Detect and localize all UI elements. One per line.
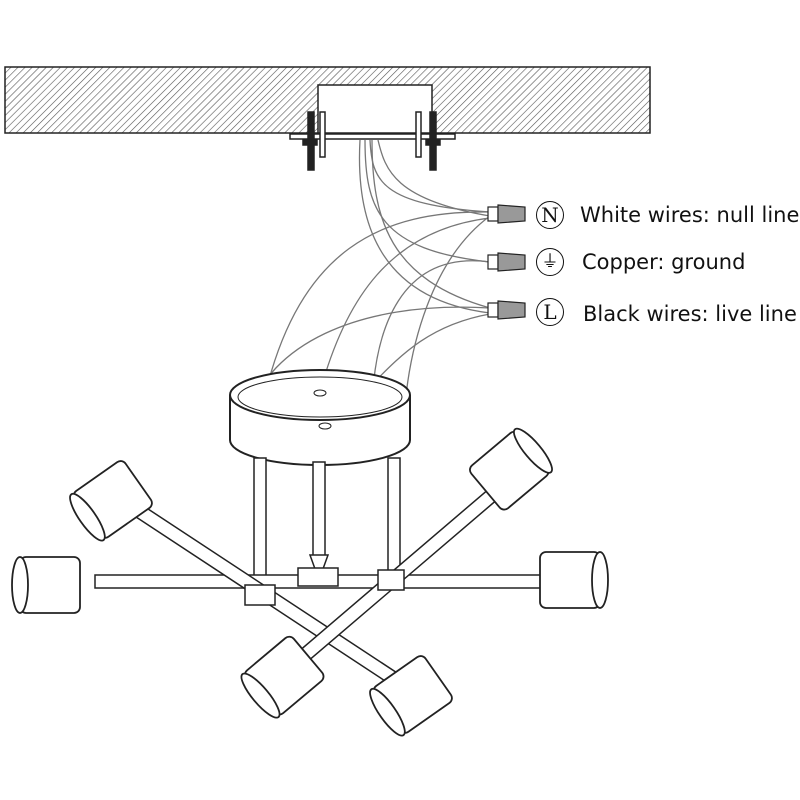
socket-top-left <box>69 460 153 542</box>
socket-bottom-right <box>369 655 453 737</box>
wires <box>249 139 491 426</box>
legend-neutral-label: White wires: null line <box>580 203 800 227</box>
legend-live-label: Black wires: live line <box>583 302 797 326</box>
sockets <box>11 427 609 737</box>
live-connector <box>487 300 526 320</box>
legend-ground-label: Copper: ground <box>582 250 746 274</box>
canopy <box>229 369 411 466</box>
down-rods <box>253 457 401 584</box>
socket-right <box>539 551 609 609</box>
socket-left <box>11 556 81 614</box>
ground-symbol-icon: ⏚ <box>536 248 564 276</box>
wire-connectors <box>487 204 526 320</box>
neutral-connector <box>487 204 526 224</box>
ground-connector <box>487 252 526 272</box>
socket-bottom-left <box>240 635 325 719</box>
arms <box>94 486 546 699</box>
mounting-plate <box>289 111 456 171</box>
socket-top-right <box>469 427 553 511</box>
ceiling <box>4 66 651 134</box>
live-symbol-icon: L <box>536 298 564 326</box>
neutral-symbol-icon: N <box>536 201 564 229</box>
